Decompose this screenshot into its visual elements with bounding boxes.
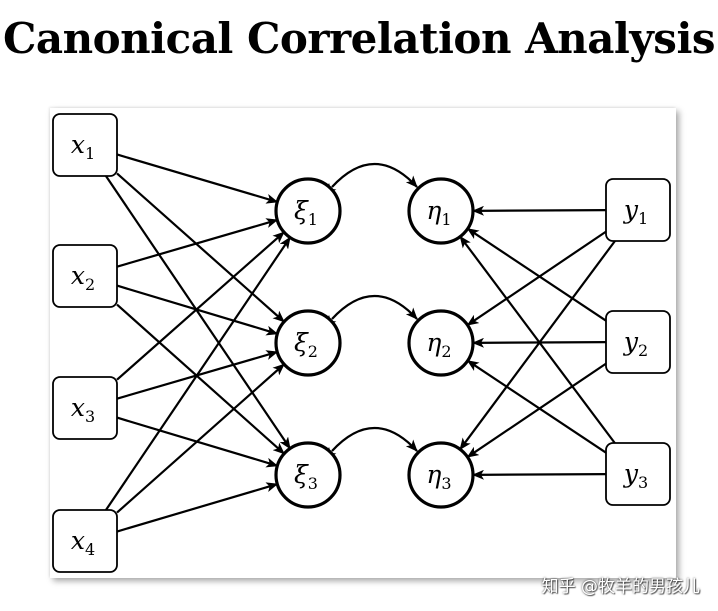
edge-x4-to-xi3: [116, 482, 279, 533]
nodes-layer: x1 x2 x3 x4 ξ1 ξ2 ξ3 η1 η2 η3 y1 y2 y3: [52, 113, 671, 573]
node-label: y1: [623, 195, 648, 228]
edge-y1-to-eta2: [466, 230, 607, 327]
correlations-layer: [324, 163, 418, 460]
variable-box: [52, 376, 118, 440]
edge-y1-to-eta1: [471, 205, 607, 216]
node-label: x4: [71, 526, 95, 559]
latent-circle: [407, 309, 475, 377]
node-xi2: ξ2: [274, 309, 342, 377]
variable-box: [52, 244, 118, 308]
node-label: ξ3: [294, 460, 318, 493]
node-label: η3: [426, 460, 451, 493]
node-x1: x1: [52, 113, 118, 177]
edge-x3-to-xi1: [116, 231, 285, 381]
node-x2: x2: [52, 244, 118, 308]
edge-y3-to-eta2: [466, 359, 607, 454]
variable-box: [605, 178, 671, 242]
variable-box: [605, 442, 671, 506]
variable-box: [52, 509, 118, 573]
node-y3: y3: [605, 442, 671, 506]
node-label: ξ1: [294, 196, 318, 229]
node-xi1: ξ1: [274, 177, 342, 245]
variable-box: [605, 310, 671, 374]
edge-y3-to-eta3: [471, 469, 607, 480]
edge-x1-to-xi3: [105, 175, 291, 450]
edge-x2-to-xi3: [116, 303, 285, 455]
node-label: x1: [71, 130, 95, 163]
node-label: x2: [71, 261, 95, 294]
edge-x2-to-xi1: [116, 218, 279, 268]
edge-y2-to-eta1: [466, 227, 607, 322]
node-label: y3: [623, 459, 648, 492]
edge-y3-to-eta1: [459, 235, 616, 444]
correlation-arc-xi2-eta2: [324, 295, 418, 328]
edge-x4-to-xi2: [116, 363, 285, 514]
edge-x4-to-xi1: [105, 236, 291, 511]
latent-circle: [407, 441, 475, 509]
node-label: y2: [623, 327, 648, 360]
edge-y2-to-eta3: [466, 362, 607, 459]
node-y2: y2: [605, 310, 671, 374]
node-eta3: η3: [407, 441, 475, 509]
node-y1: y1: [605, 178, 671, 242]
node-label: x3: [71, 393, 95, 426]
node-label: ξ2: [294, 328, 318, 361]
edge-x1-to-xi2: [116, 172, 285, 323]
edge-y1-to-eta3: [459, 240, 616, 451]
node-eta1: η1: [407, 177, 475, 245]
page-title: Canonical Correlation Analysis: [2, 14, 716, 63]
edges-layer: [105, 153, 616, 533]
edge-x1-to-xi1: [116, 153, 279, 204]
latent-circle: [274, 309, 342, 377]
node-xi3: ξ3: [274, 441, 342, 509]
node-x3: x3: [52, 376, 118, 440]
node-x4: x4: [52, 509, 118, 573]
correlation-arc-xi1-eta1: [324, 163, 418, 196]
watermark: 知乎 @牧羊的男孩儿: [541, 577, 700, 597]
latent-circle: [274, 177, 342, 245]
latent-circle: [407, 177, 475, 245]
node-eta2: η2: [407, 309, 475, 377]
node-label: η2: [426, 328, 451, 361]
correlation-arc-xi3-eta3: [324, 427, 418, 460]
node-label: η1: [426, 196, 451, 229]
latent-circle: [274, 441, 342, 509]
variable-box: [52, 113, 118, 177]
